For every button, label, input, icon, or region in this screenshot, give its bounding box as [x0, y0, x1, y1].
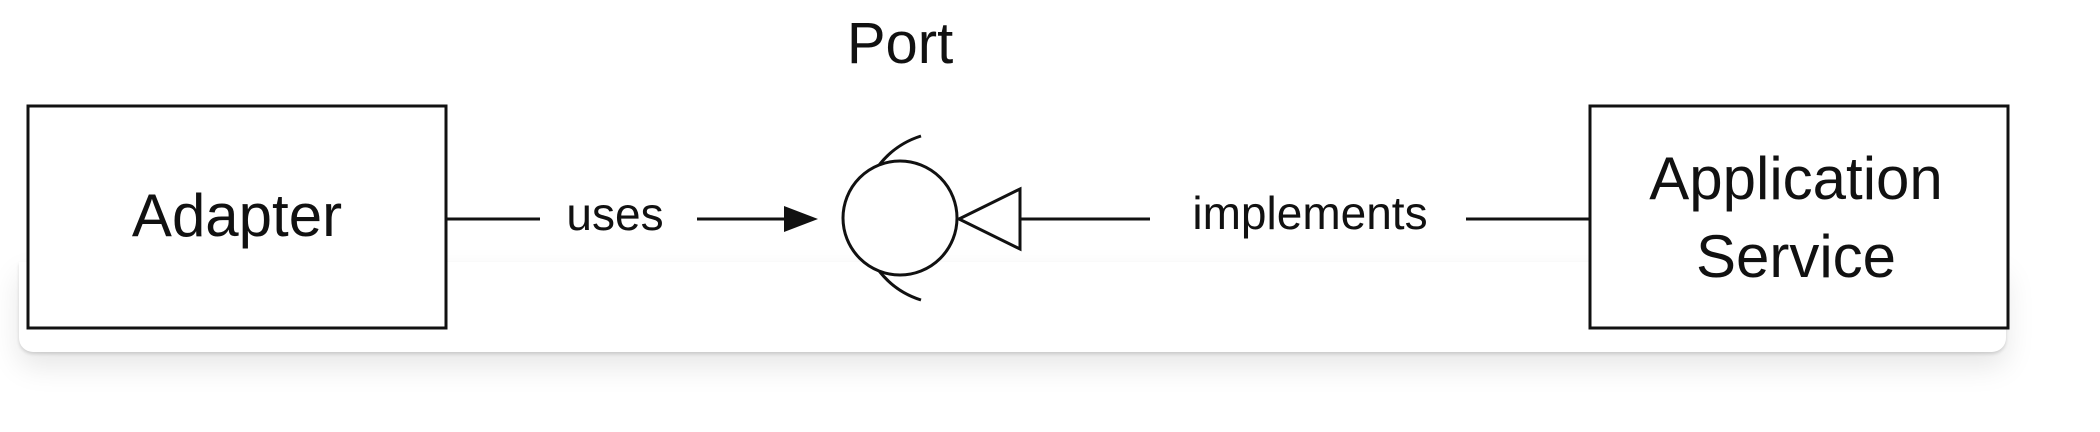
- implements-arrowhead: [955, 186, 1022, 252]
- port-lollipop-circle[interactable]: [841, 159, 959, 277]
- uses-arrowhead: [784, 206, 818, 232]
- uses-label: uses: [566, 188, 663, 240]
- port-title: Port: [847, 11, 953, 76]
- service-label-line1: Application: [1649, 145, 1943, 212]
- service-label-line2: Service: [1696, 223, 1896, 290]
- application-service-box[interactable]: [1588, 104, 2010, 330]
- adapter-label: Adapter: [132, 182, 342, 249]
- adapter-box[interactable]: [26, 104, 448, 330]
- implements-label: implements: [1192, 187, 1427, 239]
